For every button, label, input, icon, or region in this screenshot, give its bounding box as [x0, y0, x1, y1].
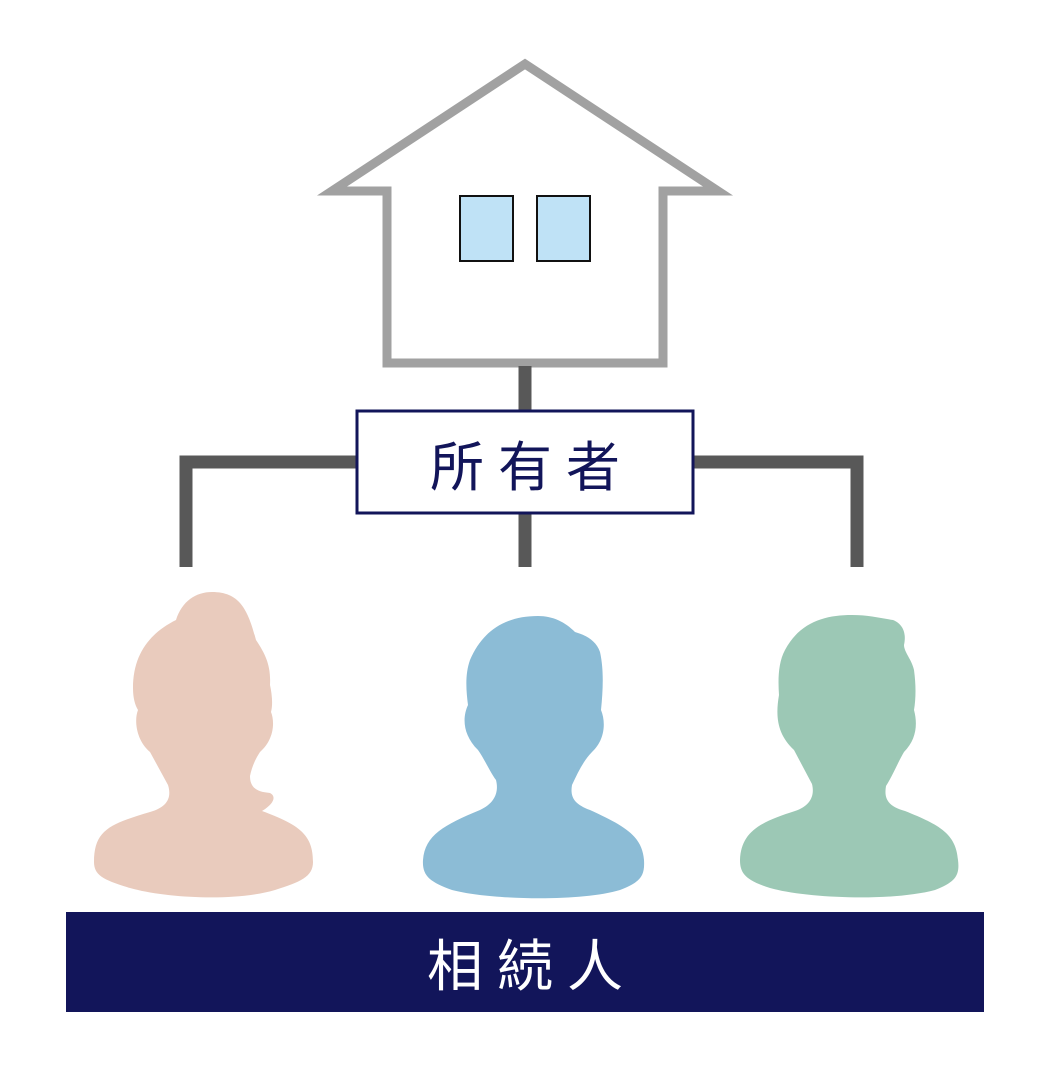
- house-icon: [316, 58, 734, 368]
- person-male-icon-right: [740, 615, 959, 898]
- person-female-icon: [94, 592, 313, 898]
- connector-lines: [179, 366, 864, 567]
- house-window-right: [536, 195, 591, 262]
- owner-to-left-heir-line: [179, 455, 357, 567]
- owner-to-right-heir-line: [693, 455, 864, 567]
- heirs-band: [66, 912, 984, 1012]
- person-male-icon: [422, 616, 645, 899]
- heirs-label: 相続人: [427, 934, 637, 1000]
- owner-label-box: [355, 409, 695, 515]
- house-window-left: [459, 195, 514, 262]
- owner-label: 所有者: [430, 435, 634, 499]
